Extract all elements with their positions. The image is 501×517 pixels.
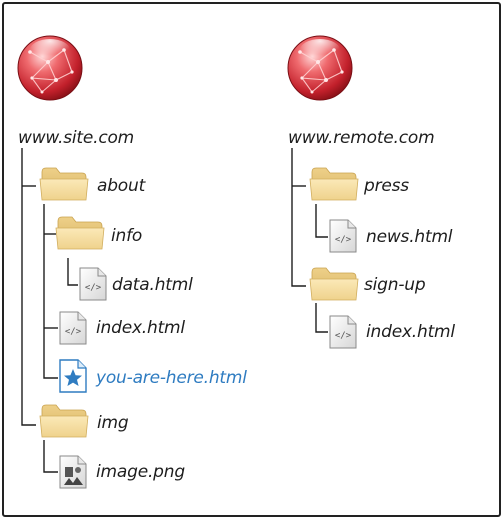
file-label-index-html[interactable]: index.html bbox=[96, 318, 185, 338]
html-file-icon-index bbox=[59, 311, 87, 345]
right-tree-connectors bbox=[291, 148, 328, 333]
file-label-index-html-remote[interactable]: index.html bbox=[366, 322, 455, 342]
folder-label-img[interactable]: img bbox=[97, 413, 129, 433]
folder-label-sign-up[interactable]: sign-up bbox=[364, 275, 426, 295]
left-tree-connectors bbox=[21, 148, 78, 473]
folder-icon-press bbox=[309, 167, 359, 201]
folder-icon-about bbox=[39, 167, 89, 201]
file-label-you-are-here[interactable]: you-are-here.html bbox=[96, 368, 247, 388]
folder-icon-info bbox=[55, 216, 105, 250]
folder-label-press[interactable]: press bbox=[364, 176, 409, 196]
globe-icon-left bbox=[17, 35, 83, 101]
folder-label-about[interactable]: about bbox=[97, 176, 146, 196]
star-file-icon bbox=[59, 359, 87, 393]
folder-icon-img bbox=[39, 404, 89, 438]
folder-icon-sign-up bbox=[309, 267, 359, 301]
file-label-news-html[interactable]: news.html bbox=[366, 227, 453, 247]
right-site-domain: www.remote.com bbox=[288, 128, 435, 148]
globe-icon-right bbox=[287, 35, 353, 101]
html-file-icon-index-remote bbox=[329, 315, 357, 349]
file-label-data-html[interactable]: data.html bbox=[112, 275, 193, 295]
folder-label-info[interactable]: info bbox=[111, 226, 143, 246]
image-file-icon bbox=[59, 455, 87, 489]
left-site-domain: www.site.com bbox=[18, 128, 135, 148]
html-file-icon-data bbox=[79, 267, 107, 301]
file-label-image-png[interactable]: image.png bbox=[96, 462, 185, 482]
html-file-icon-news bbox=[329, 219, 357, 253]
